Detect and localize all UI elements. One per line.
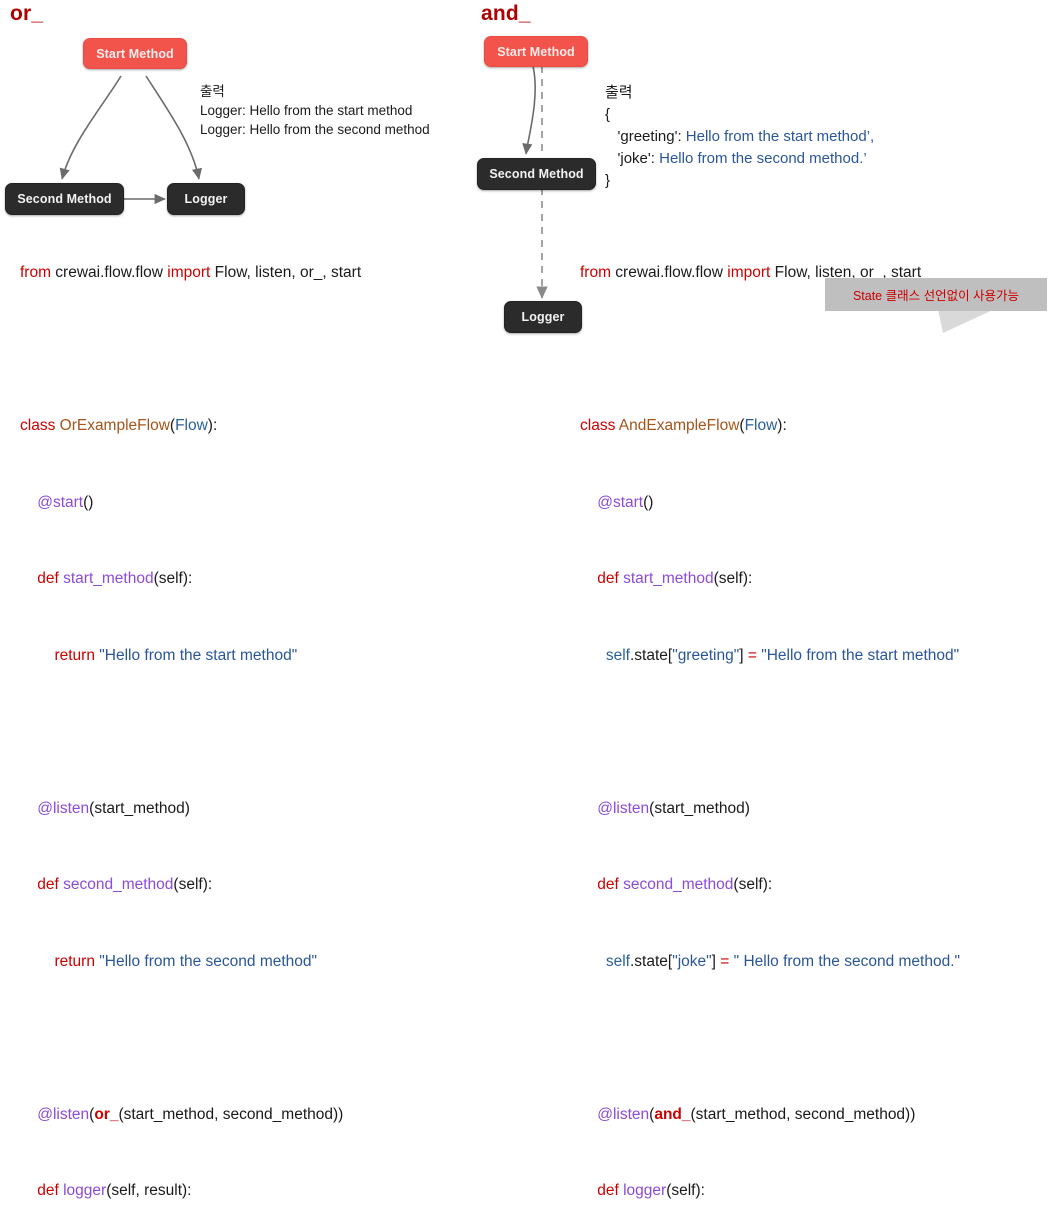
right-flow-edges <box>522 65 548 299</box>
left-flow-diagram: Start Method Second Method Logger <box>0 32 250 222</box>
node-logger[interactable]: Logger <box>504 301 582 333</box>
code-line-decorator-listen-or: @listen(or_(start_method, second_method)… <box>37 1105 344 1123</box>
right-panel: and_ Start Method Second Method <box>470 0 1057 1199</box>
left-output-block: 출력 Logger: Hello from the start method L… <box>200 82 430 139</box>
code-line-def-logger: def logger(self): <box>597 1182 705 1199</box>
right-output-heading: 출력 <box>605 84 633 101</box>
code-line-class: class AndExampleFlow(Flow): <box>580 417 787 434</box>
right-output-block: 출력 { 'greeting': Hello from the start me… <box>605 82 874 192</box>
code-line-def-logger: def logger(self, result): <box>37 1182 192 1199</box>
code-line-return-1: return "Hello from the start method" <box>54 646 298 664</box>
edge-start-to-second <box>522 65 536 155</box>
code-line-blank-2 <box>580 719 960 745</box>
code-line-decorator-listen-1: @listen(start_method) <box>597 799 750 817</box>
right-output-key-1: 'greeting': <box>617 128 682 145</box>
code-line-blank-2 <box>20 719 361 745</box>
right-output-key-2: 'joke': <box>617 150 655 167</box>
edge-start-to-logger <box>145 75 202 180</box>
code-line-def-second-method: def second_method(self): <box>597 876 773 893</box>
node-start-method-label: Start Method <box>497 44 575 59</box>
left-panel: or_ Start Method Second Method Logger <box>0 0 470 1199</box>
node-start-method-label: Start Method <box>96 46 174 61</box>
right-output-value-1: Hello from the start method’, <box>681 128 875 145</box>
left-flow-edges <box>59 75 202 205</box>
node-second-method[interactable]: Second Method <box>477 158 596 190</box>
code-line-import: from crewai.flow.flow import Flow, liste… <box>20 264 362 281</box>
code-line-state-greeting: self.state["greeting"] = "Hello from the… <box>605 646 960 664</box>
code-line-blank-3 <box>20 1025 361 1051</box>
node-logger[interactable]: Logger <box>167 183 245 215</box>
code-line-decorator-start: @start() <box>597 493 654 511</box>
left-output-line-2: Logger: Hello from the second method <box>200 122 430 137</box>
code-line-return-2: return "Hello from the second method" <box>54 952 318 970</box>
left-code-block: from crewai.flow.flow import Flow, liste… <box>20 209 361 1230</box>
node-second-method[interactable]: Second Method <box>5 183 124 215</box>
code-line-blank-1 <box>20 337 361 363</box>
code-line-decorator-start: @start() <box>37 493 94 511</box>
code-line-def-start-method: def start_method(self): <box>37 570 193 587</box>
right-output-brace-open: { <box>605 106 611 123</box>
code-line-import: from crewai.flow.flow import Flow, liste… <box>580 264 922 281</box>
callout-state-note: State 클래스 선언없이 사용가능 <box>825 278 1047 311</box>
node-second-method-label: Second Method <box>489 167 584 181</box>
node-logger-label: Logger <box>521 310 565 324</box>
code-line-blank-3 <box>580 1025 960 1051</box>
code-line-decorator-listen-and: @listen(and_(start_method, second_method… <box>597 1105 916 1123</box>
left-panel-title: or_ <box>10 2 44 25</box>
code-line-state-joke: self.state["joke"] = " Hello from the se… <box>605 952 961 970</box>
code-line-class: class OrExampleFlow(Flow): <box>20 417 218 434</box>
right-output-value-2: Hello from the second method.’ <box>654 150 867 167</box>
right-flow-diagram: Start Method Second Method Logger <box>470 28 620 358</box>
left-output-line-1: Logger: Hello from the start method <box>200 103 413 118</box>
node-start-method[interactable]: Start Method <box>484 36 588 67</box>
right-panel-title: and_ <box>481 2 531 25</box>
code-line-def-second-method: def second_method(self): <box>37 876 213 893</box>
right-output-entry-1: 'greeting': Hello from the start method’… <box>605 126 875 148</box>
right-output-brace-close: } <box>605 172 611 189</box>
left-output-heading: 출력 <box>200 84 225 99</box>
callout-state-note-label: State 클래스 선언없이 사용가능 <box>852 289 1020 303</box>
node-logger-label: Logger <box>184 192 228 206</box>
code-line-decorator-listen-1: @listen(start_method) <box>37 799 190 817</box>
node-second-method-label: Second Method <box>17 192 112 206</box>
node-start-method[interactable]: Start Method <box>83 38 187 69</box>
right-output-entry-2: 'joke': Hello from the second method.’ <box>605 148 874 170</box>
edge-start-to-second <box>59 75 122 180</box>
code-line-def-start-method: def start_method(self): <box>597 570 753 587</box>
